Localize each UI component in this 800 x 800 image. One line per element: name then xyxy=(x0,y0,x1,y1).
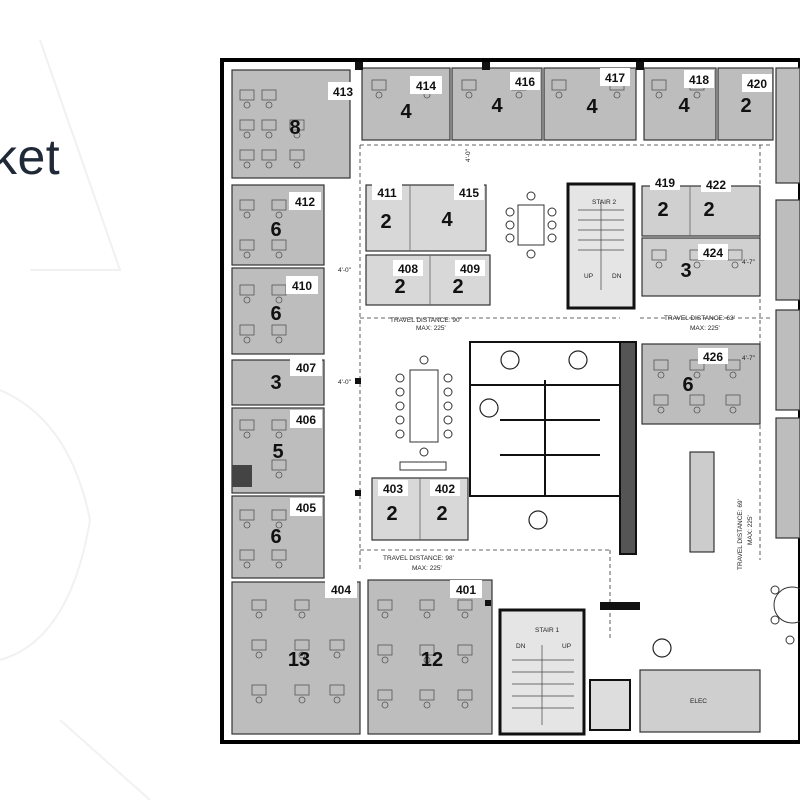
conference-table-small xyxy=(505,191,557,259)
stair-2-dn-label: DN xyxy=(612,273,622,280)
elec-label: ELEC xyxy=(690,698,707,705)
room-417-label: 417 xyxy=(605,71,625,85)
round-table xyxy=(770,585,800,645)
room-419-422 xyxy=(641,185,761,237)
background-decoration xyxy=(0,39,151,800)
room-408-label: 408 xyxy=(398,262,418,276)
room-404-count: 13 xyxy=(288,649,310,671)
room-406-label: 406 xyxy=(296,413,316,427)
travel-distance-top-left: TRAVEL DISTANCE: 90' xyxy=(390,317,461,324)
room-410-label: 410 xyxy=(292,279,312,293)
annotations: TRAVEL DISTANCE: 90' MAX: 225' TRAVEL DI… xyxy=(338,148,756,705)
room-407-label: 407 xyxy=(296,361,316,375)
room-408-count: 2 xyxy=(394,276,405,298)
travel-distance-right: TRAVEL DISTANCE: 69' xyxy=(737,499,744,570)
room-406-count: 5 xyxy=(272,441,283,463)
room-420-count: 2 xyxy=(740,95,751,117)
accessible-icons xyxy=(479,350,672,658)
room-422-label: 422 xyxy=(706,178,726,192)
room-403-label: 403 xyxy=(383,482,403,496)
room-414-count: 4 xyxy=(400,101,412,123)
restroom-core xyxy=(469,341,715,555)
travel-distance-bottom: TRAVEL DISTANCE: 98' xyxy=(383,555,454,562)
travel-max-top-right: MAX: 225' xyxy=(690,325,720,332)
room-elec xyxy=(639,669,761,733)
room-407-count: 3 xyxy=(270,372,281,394)
room-405-label: 405 xyxy=(296,501,316,515)
travel-max-top-left: MAX: 225' xyxy=(416,325,446,332)
travel-max-right: MAX: 225' xyxy=(747,515,754,545)
room-label-tags: 413 414 416 417 418 420 412 410 407 406 … xyxy=(286,68,772,598)
room-418-label: 418 xyxy=(689,73,709,87)
room-411-label: 411 xyxy=(377,186,397,200)
dimension-5: 4'-7" xyxy=(742,355,756,362)
room-403-count: 2 xyxy=(386,503,397,525)
room-401 xyxy=(367,579,493,735)
room-415-label: 415 xyxy=(459,186,479,200)
room-422-count: 2 xyxy=(703,199,714,221)
room-fills xyxy=(231,67,800,735)
room-424-count: 3 xyxy=(680,260,691,282)
dimension-1: 4'-0" xyxy=(338,267,352,274)
travel-distance-top-right: TRAVEL DISTANCE: 63' xyxy=(664,315,735,322)
room-426-count: 6 xyxy=(682,374,693,396)
room-415-count: 4 xyxy=(441,209,453,231)
room-right-3 xyxy=(775,309,800,411)
dimension-4: 4'-7" xyxy=(742,259,756,266)
room-418-count: 4 xyxy=(678,95,690,117)
room-401-label: 401 xyxy=(456,583,476,597)
dimension-3: 4'-0" xyxy=(465,148,472,162)
room-412-count: 6 xyxy=(270,219,281,241)
egress-paths xyxy=(359,144,770,640)
dimension-2: 4'-0" xyxy=(338,379,352,386)
room-416-label: 416 xyxy=(515,75,535,89)
stair-1-dn-label: DN xyxy=(516,643,526,650)
room-counts: 8 4 4 4 4 2 6 6 3 5 6 13 12 2 4 2 2 2 2 … xyxy=(270,95,751,671)
room-412-label: 412 xyxy=(295,195,315,209)
page-title: ket xyxy=(0,129,61,185)
columns xyxy=(232,62,644,731)
stair-2-up-label: UP xyxy=(584,273,593,280)
room-right-2 xyxy=(775,199,800,301)
room-404-label: 404 xyxy=(331,583,351,597)
room-410-count: 6 xyxy=(270,303,281,325)
conference-table-large xyxy=(395,355,453,471)
room-426-label: 426 xyxy=(703,350,723,364)
room-404 xyxy=(231,581,361,735)
room-416-count: 4 xyxy=(491,95,503,117)
room-402-count: 2 xyxy=(436,503,447,525)
room-dividers xyxy=(409,185,691,540)
travel-max-bottom: MAX: 225' xyxy=(412,565,442,572)
room-411-count: 2 xyxy=(380,211,391,233)
room-419-label: 419 xyxy=(655,176,675,190)
stair-1-up-label: UP xyxy=(562,643,571,650)
room-419-count: 2 xyxy=(657,199,668,221)
room-409-count: 2 xyxy=(452,276,463,298)
room-405-count: 6 xyxy=(270,526,281,548)
room-417-count: 4 xyxy=(586,96,598,118)
room-402-label: 402 xyxy=(435,482,455,496)
room-right-4 xyxy=(775,417,800,539)
room-413-count: 8 xyxy=(289,117,300,139)
room-401-count: 12 xyxy=(421,649,443,671)
room-409-label: 409 xyxy=(460,262,480,276)
stair-1-label: STAIR 1 xyxy=(535,627,559,634)
room-413-label: 413 xyxy=(333,85,353,99)
room-424-label: 424 xyxy=(703,246,723,260)
room-right-strip xyxy=(775,67,800,184)
room-420-label: 420 xyxy=(747,77,767,91)
stair-2-label: STAIR 2 xyxy=(592,199,616,206)
room-414-label: 414 xyxy=(416,79,436,93)
